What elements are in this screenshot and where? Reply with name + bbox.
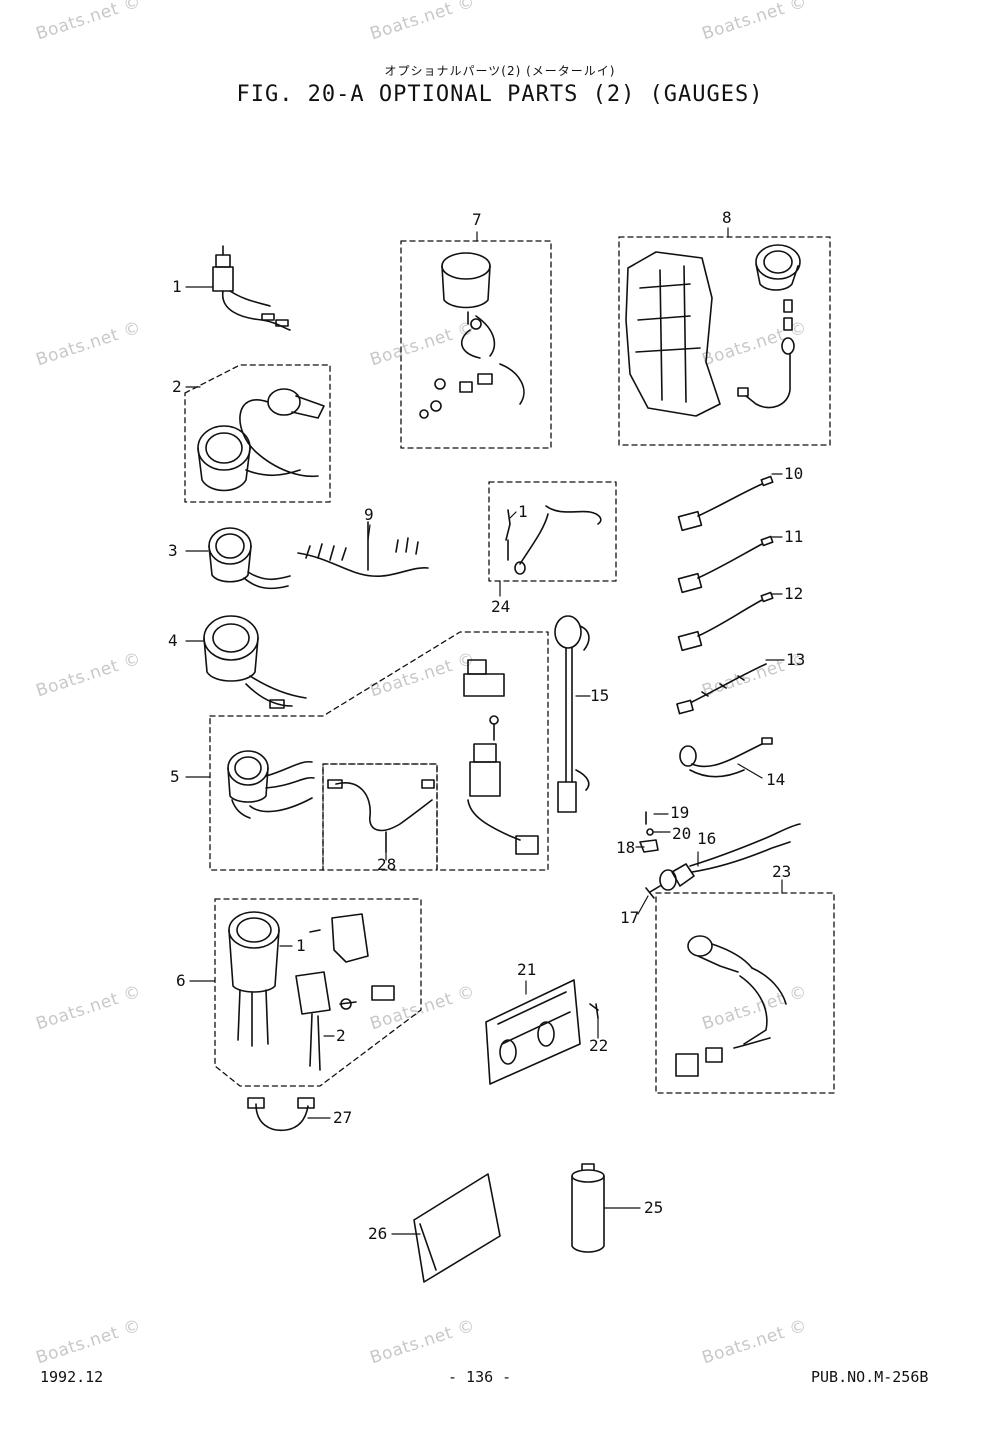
callout-6: 6: [176, 971, 186, 990]
item-6-gauge-set: [228, 911, 395, 1071]
callout-17: 17: [620, 908, 640, 927]
item-14-lead: [679, 737, 773, 778]
callout-6-sub-2: 2: [336, 1026, 346, 1045]
figure-title: FIG. 20-A OPTIONAL PARTS (2) (GAUGES): [236, 82, 764, 107]
item-9-harness: [297, 521, 429, 577]
callout-15: 15: [590, 686, 610, 705]
item-16-switch-harness: [639, 811, 801, 899]
group-box-23: [655, 892, 835, 1094]
callout-4: 4: [168, 631, 178, 650]
item-8-engine-gauge: [625, 244, 801, 417]
callout-14: 14: [766, 770, 786, 789]
callout-10: 10: [784, 464, 804, 483]
callout-5: 5: [170, 767, 180, 786]
group-box-8: [618, 236, 831, 446]
item-7-gauge-kit: [419, 252, 525, 419]
item-1-key-switch: [212, 245, 291, 331]
callout-16: 16: [697, 829, 717, 848]
footer-page-number: - 136 -: [448, 1368, 512, 1386]
group-boxes: [184, 236, 835, 1094]
item-5-components: [463, 659, 539, 855]
callout-13: 13: [786, 650, 806, 669]
callout-2: 2: [172, 377, 182, 396]
item-26-booklet: [413, 1173, 501, 1283]
group-box-6: [214, 898, 422, 1087]
item-22-screw: [589, 1003, 599, 1019]
callout-11: 11: [784, 527, 804, 546]
callout-6-sub-1: 1: [296, 936, 306, 955]
group-box-2: [184, 364, 331, 503]
item-12-cable: [677, 591, 774, 652]
callout-26: 26: [368, 1224, 388, 1243]
callout-3: 3: [168, 541, 178, 560]
callout-7: 7: [472, 210, 482, 229]
callout-21: 21: [517, 960, 537, 979]
item-23-harness: [675, 935, 787, 1077]
group-box-5: [209, 631, 549, 871]
item-3-gauge: [208, 527, 291, 590]
japanese-title: オプショナルパーツ(2) (メータールイ): [384, 64, 616, 78]
footer-date: 1992.12: [40, 1368, 104, 1386]
footer-publication-number: PUB.NO.M-256B: [811, 1368, 929, 1386]
item-15-sender: [554, 615, 590, 813]
item-21-decal: [485, 979, 581, 1085]
item-13-cable: [676, 663, 767, 715]
item-28-harness: [327, 779, 435, 853]
callout-28: 28: [377, 855, 397, 874]
item-10-cable: [677, 475, 774, 532]
item-25-can: [571, 1163, 605, 1253]
group-box-28: [322, 763, 438, 871]
item-5-gauge: [227, 750, 315, 819]
callout-8: 8: [722, 208, 732, 227]
group-box-7: [400, 240, 552, 449]
callout-12: 12: [784, 584, 804, 603]
callout-22: 22: [589, 1036, 609, 1055]
callout-23: 23: [772, 862, 792, 881]
callout-24-sub-1: 1: [518, 502, 528, 521]
item-4-speedometer: [203, 615, 307, 709]
item-24-sender: [505, 505, 602, 575]
callout-19: 19: [670, 803, 690, 822]
callout-18: 18: [616, 838, 636, 857]
group-box-24: [488, 481, 617, 582]
callout-1: 1: [172, 277, 182, 296]
item-2-tachometer: [197, 388, 325, 492]
callout-27: 27: [333, 1108, 353, 1127]
callout-25: 25: [644, 1198, 664, 1217]
callout-20: 20: [672, 824, 692, 843]
item-27-harness: [247, 1097, 315, 1132]
callout-24: 24: [491, 597, 511, 616]
item-11-cable: [677, 535, 774, 594]
leader-lines: [185, 227, 785, 1235]
callout-9: 9: [364, 505, 374, 524]
